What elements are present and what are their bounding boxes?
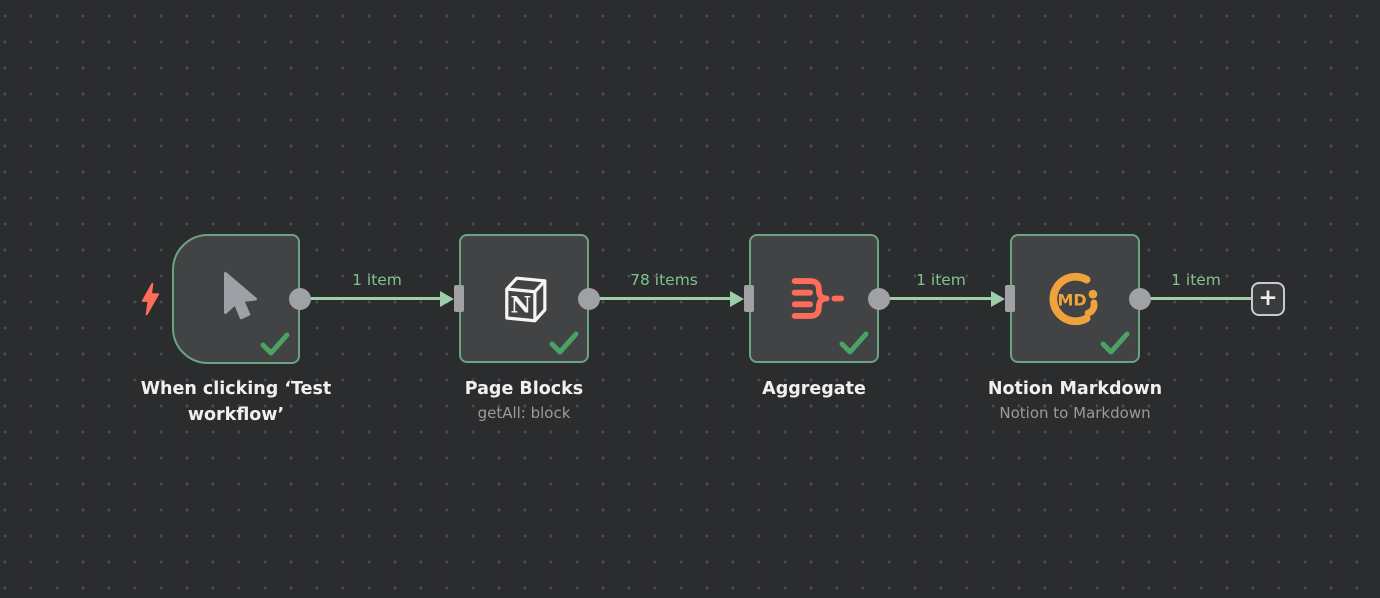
node-subtitle: Notion to Markdown — [999, 404, 1151, 422]
connection-line[interactable] — [879, 297, 993, 300]
node-caption: When clicking ‘Test workflow’ — [126, 376, 346, 428]
node-subtitle: getAll: block — [477, 404, 571, 422]
node-when-clicking-test-workflow[interactable] — [172, 234, 300, 364]
plus-icon: + — [1258, 284, 1278, 311]
add-node-button[interactable]: + — [1251, 282, 1285, 316]
connection-line[interactable] — [300, 297, 442, 300]
connection-items-label: 1 item — [1171, 271, 1221, 289]
success-checkmark-icon — [839, 331, 869, 355]
output-connector[interactable] — [868, 288, 890, 310]
cursor-icon — [224, 272, 257, 320]
node-caption: Aggregate — [664, 376, 964, 402]
notion-icon: N — [505, 276, 547, 322]
connection-items-label: 1 item — [352, 271, 402, 289]
node-title: Notion Markdown — [987, 379, 1163, 399]
input-connector[interactable] — [744, 285, 754, 312]
output-connector[interactable] — [289, 288, 311, 310]
connection-items-label: 1 item — [916, 271, 966, 289]
output-connector[interactable] — [578, 288, 600, 310]
node-title: Page Blocks — [464, 379, 584, 399]
connection-line[interactable] — [589, 297, 732, 300]
notion-markdown-icon: MD — [1049, 272, 1098, 325]
success-checkmark-icon — [260, 332, 290, 356]
input-connector[interactable] — [454, 285, 464, 312]
connection-items-label: 78 items — [630, 271, 698, 289]
lightning-trigger-icon — [141, 282, 160, 316]
node-title: Aggregate — [762, 379, 866, 399]
connection-arrow-icon — [991, 291, 1005, 307]
node-caption: Notion Markdown Notion to Markdown — [925, 376, 1225, 422]
connection-arrow-icon — [730, 291, 744, 307]
node-page-blocks[interactable]: N — [459, 234, 589, 363]
connection-line[interactable] — [1140, 297, 1252, 300]
success-checkmark-icon — [1100, 331, 1130, 355]
node-caption: Page Blocks getAll: block — [374, 376, 674, 422]
svg-text:MD: MD — [1058, 290, 1087, 309]
node-aggregate[interactable] — [749, 234, 879, 363]
node-title: When clicking ‘Test workflow’ — [140, 379, 332, 425]
connection-arrow-icon — [440, 291, 454, 307]
svg-text:N: N — [510, 292, 531, 318]
aggregate-icon — [791, 278, 845, 319]
output-connector[interactable] — [1129, 288, 1151, 310]
input-connector[interactable] — [1005, 285, 1015, 312]
node-notion-markdown[interactable]: MD — [1010, 234, 1140, 363]
success-checkmark-icon — [549, 331, 579, 355]
